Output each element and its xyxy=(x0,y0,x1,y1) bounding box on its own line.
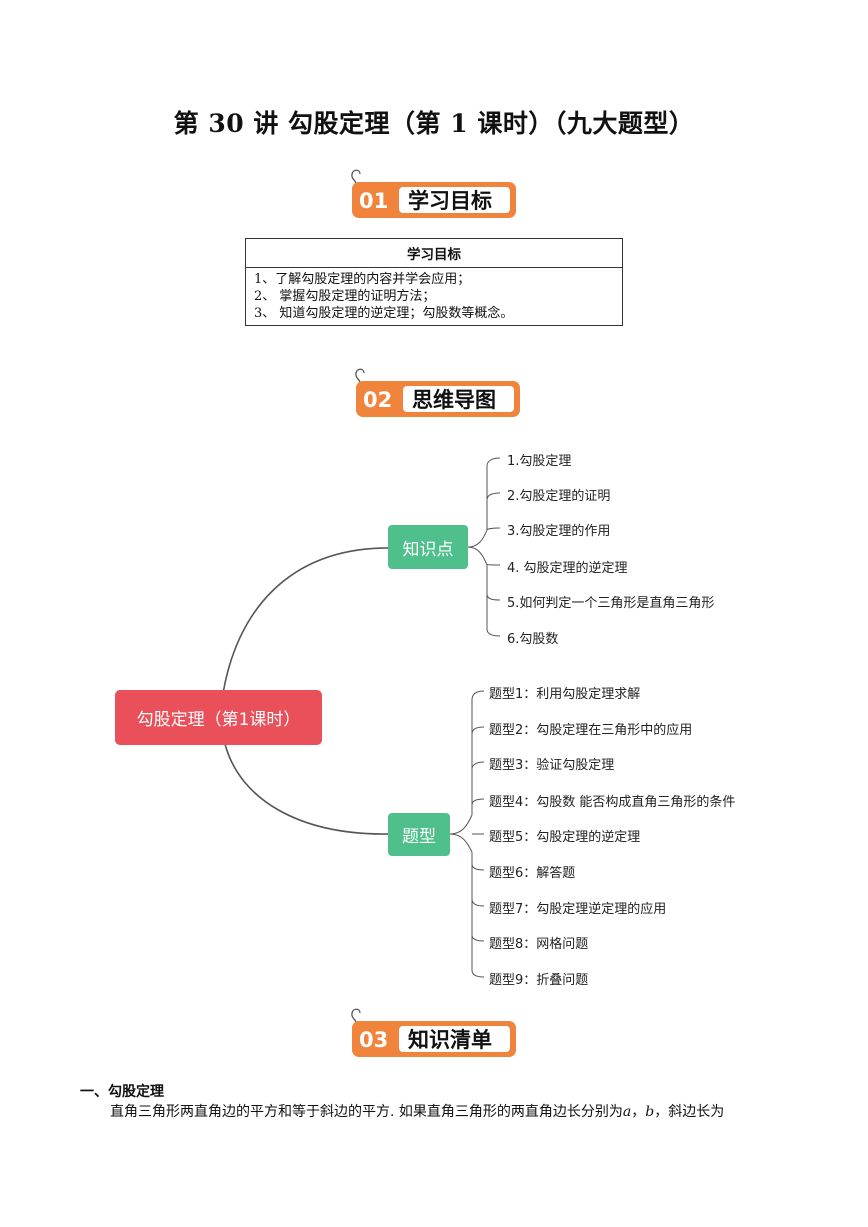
mindmap-leaf: 5.如何判定一个三角形是直角三角形 xyxy=(507,596,715,611)
paragraph-text: ，斜边长为 xyxy=(654,1104,725,1120)
goals-table: 学习目标 1、了解勾股定理的内容并学会应用； 2、 掌握勾股定理的证明方法； 3… xyxy=(245,238,623,326)
mindmap-leaf: 题型4：勾股数 能否构成直角三角形的条件 xyxy=(489,795,736,810)
mindmap-leaf: 1.勾股定理 xyxy=(507,454,572,469)
paragraph: 直角三角形两直角边的平方和等于斜边的平方. 如果直角三角形的两直角边长分别为a，… xyxy=(110,1101,724,1121)
section-label: 知识清单 xyxy=(408,1028,492,1052)
section-badge-mindmap: 02 思维导图 xyxy=(355,368,520,417)
section-badge-knowledge: 03 知识清单 xyxy=(351,1008,516,1057)
mindmap-branch-types: 题型 xyxy=(388,813,450,856)
mindmap-leaf: 题型7：勾股定理逆定理的应用 xyxy=(489,902,667,917)
section-badge-goals: 01 学习目标 xyxy=(351,169,516,218)
section-heading: 一、勾股定理 xyxy=(80,1084,164,1100)
section-label: 思维导图 xyxy=(412,388,496,412)
section-number: 01 xyxy=(359,189,389,213)
variable-b: b xyxy=(645,1104,655,1120)
mindmap-branch-knowledge: 知识点 xyxy=(388,525,468,569)
mindmap-leaf: 题型9：折叠问题 xyxy=(489,973,589,988)
mindmap-leaf: 题型2：勾股定理在三角形中的应用 xyxy=(489,723,693,738)
mindmap-leaf: 题型6：解答题 xyxy=(489,866,576,881)
mindmap-leaf: 题型3：验证勾股定理 xyxy=(489,758,615,773)
variable-a: a xyxy=(622,1104,632,1120)
mindmap-leaf: 4. 勾股定理的逆定理 xyxy=(507,561,628,576)
mindmap-leaf: 题型5：勾股定理的逆定理 xyxy=(489,830,641,845)
mindmap-root-node: 勾股定理（第1课时） xyxy=(115,690,322,745)
section-number: 02 xyxy=(363,388,393,412)
mindmap-leaf: 题型1：利用勾股定理求解 xyxy=(489,687,641,702)
badge-inner xyxy=(399,187,510,213)
mindmap-leaf: 2.勾股定理的证明 xyxy=(507,489,611,504)
goal-item: 2、 掌握勾股定理的证明方法； xyxy=(254,289,436,304)
badge-inner xyxy=(399,1026,510,1052)
mindmap-leaf: 3.勾股定理的作用 xyxy=(507,524,611,539)
goal-item: 1、了解勾股定理的内容并学会应用； xyxy=(254,272,471,287)
section-number: 03 xyxy=(359,1028,389,1052)
mindmap-leaf: 6.勾股数 xyxy=(507,632,559,647)
separator: ， xyxy=(631,1104,646,1120)
badge-inner xyxy=(403,386,514,412)
page-title: 第 30 讲 勾股定理（第 1 课时）（九大题型） xyxy=(173,109,695,138)
goals-table-header: 学习目标 xyxy=(245,238,623,268)
goal-item: 3、 知道勾股定理的逆定理；勾股数等概念。 xyxy=(254,306,514,321)
goals-table-body: 1、了解勾股定理的内容并学会应用； 2、 掌握勾股定理的证明方法； 3、 知道勾… xyxy=(245,267,623,326)
mindmap-leaf: 题型8：网格问题 xyxy=(489,937,589,952)
section-label: 学习目标 xyxy=(408,189,492,213)
paragraph-text: 直角三角形两直角边的平方和等于斜边的平方. 如果直角三角形的两直角边长分别为 xyxy=(110,1104,623,1120)
